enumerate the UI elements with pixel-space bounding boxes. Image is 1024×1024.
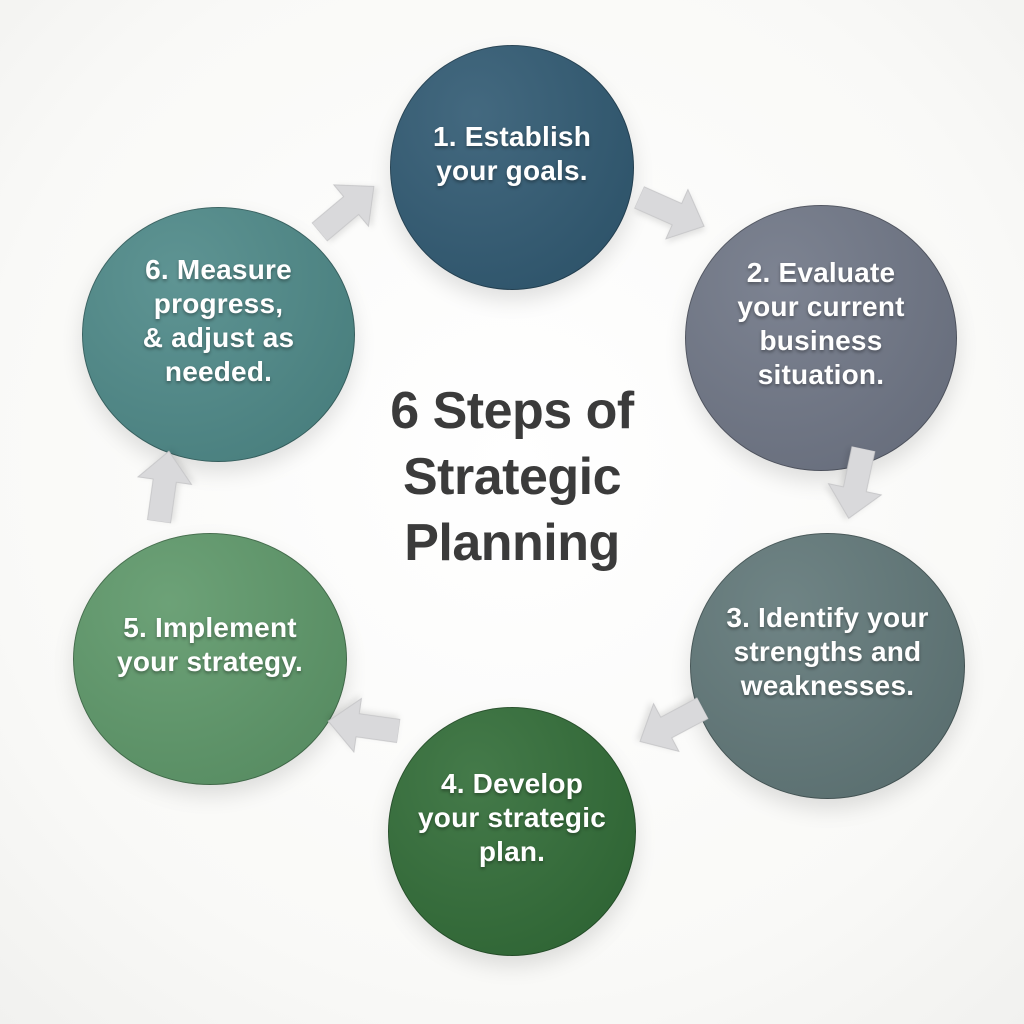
arrow-3-to-4 [625, 681, 718, 770]
step-circle-5: 5. Implement your strategy. [73, 533, 347, 785]
block-arrow-icon [327, 697, 401, 754]
step-label-2: 2. Evaluate your current business situat… [737, 257, 905, 390]
block-arrow-icon [633, 186, 705, 240]
block-arrow-icon [136, 450, 193, 524]
step-circle-3: 3. Identify your strengths and weaknesse… [690, 533, 965, 799]
step-label-3: 3. Identify your strengths and weaknesse… [726, 602, 929, 701]
step-label-5: 5. Implement your strategy. [117, 612, 303, 677]
step-label-6: 6. Measure progress, & adjust as needed. [142, 253, 295, 387]
arrow-6-to-1 [299, 162, 394, 256]
arrow-2-to-3 [818, 442, 894, 525]
step-circle-4: 4. Develop your strategic plan. [388, 707, 636, 956]
step-label-4: 4. Develop your strategic plan. [418, 767, 606, 867]
step-circle-2: 2. Evaluate your current business situat… [685, 205, 957, 471]
arrow-1-to-2 [627, 169, 718, 255]
block-arrow-icon [311, 184, 375, 242]
block-arrow-icon [639, 697, 709, 753]
step-label-1: 1. Establish your goals. [432, 120, 591, 186]
step-circle-6: 6. Measure progress, & adjust as needed. [82, 207, 355, 462]
block-arrow-icon [827, 445, 883, 519]
diagram-title: 6 Steps of Strategic Planning [390, 382, 634, 572]
arrow-4-to-5 [323, 690, 403, 761]
step-circle-1: 1. Establish your goals. [390, 45, 634, 290]
arrow-5-to-6 [128, 446, 199, 526]
